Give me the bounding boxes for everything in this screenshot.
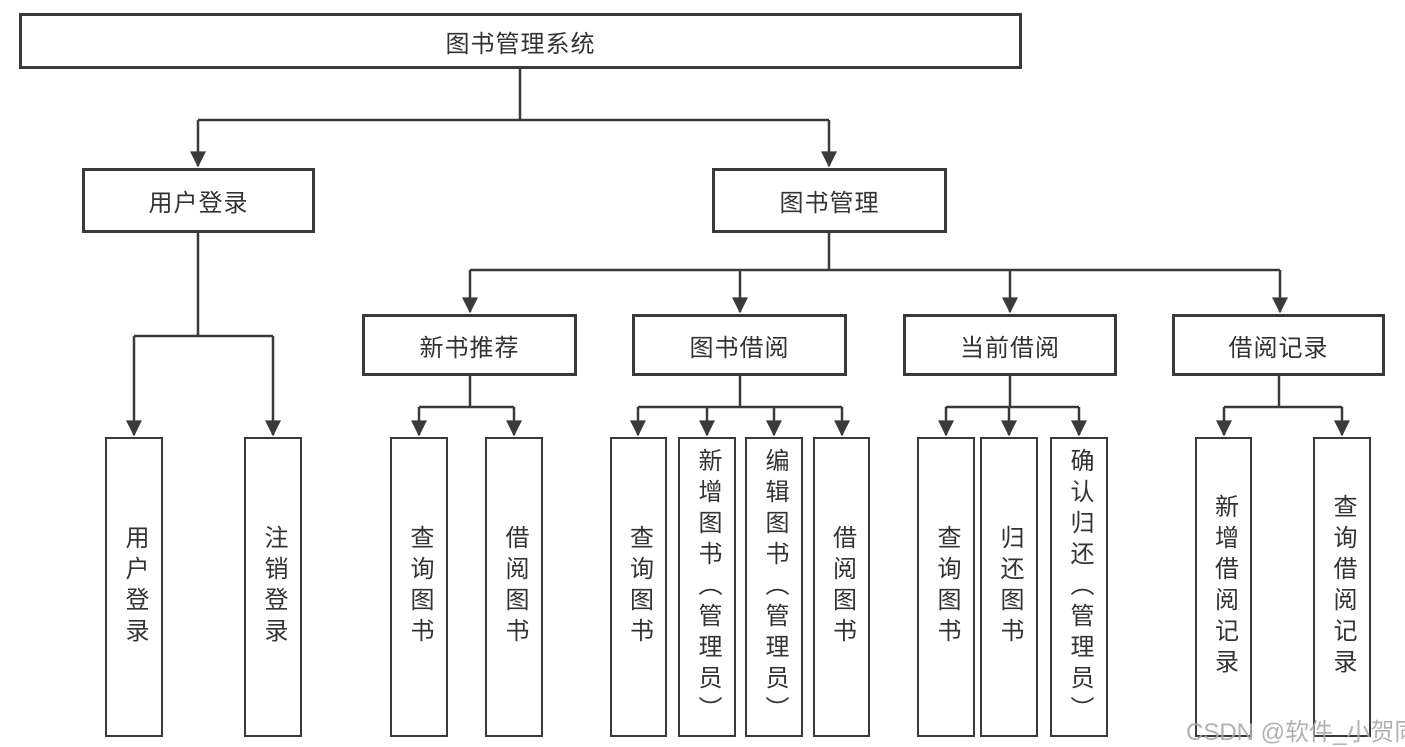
leaf-edit-book-admin: 编辑图书（管理员） [745, 437, 803, 737]
node-label: 新增图书（管理员） [694, 447, 721, 727]
node-new-book-recommendation: 新书推荐 [362, 314, 577, 376]
node-label: 编辑图书（管理员） [761, 447, 788, 727]
leaf-query-books-current: 查询图书 [917, 437, 975, 737]
node-label: 查询图书 [625, 525, 653, 649]
leaf-borrow-books-borrowing: 借阅图书 [813, 437, 870, 737]
node-label: 用户登录 [148, 190, 249, 217]
node-label: 确认归还（管理员） [1066, 447, 1093, 727]
node-label: 图书借阅 [689, 334, 790, 362]
node-label: 归还图书 [996, 525, 1023, 649]
node-book-management: 图书管理 [712, 168, 947, 233]
leaf-query-books-borrowing: 查询图书 [610, 437, 667, 737]
node-label: 新书推荐 [419, 334, 520, 362]
node-label: 图书管理系统 [445, 30, 596, 58]
csdn-watermark: CSDN @软件_小贺同学 [1186, 719, 1405, 746]
leaf-borrow-books-recommend: 借阅图书 [485, 437, 543, 737]
leaf-query-borrow-record: 查询借阅记录 [1313, 437, 1371, 737]
node-label: 新增借阅记录 [1210, 494, 1238, 680]
node-current-borrowing: 当前借阅 [903, 314, 1117, 376]
node-label: 注销登录 [260, 525, 287, 649]
node-label: 借阅记录 [1228, 334, 1329, 362]
leaf-add-borrow-record: 新增借阅记录 [1195, 437, 1252, 737]
leaf-add-book-admin: 新增图书（管理员） [678, 437, 736, 737]
node-label: 查询图书 [933, 525, 960, 649]
leaf-user-login: 用户登录 [105, 437, 163, 737]
node-label: 图书管理 [779, 190, 880, 217]
leaf-return-book: 归还图书 [980, 437, 1038, 737]
node-label: 查询借阅记录 [1329, 494, 1356, 680]
node-borrowing-records: 借阅记录 [1172, 314, 1385, 376]
leaf-query-books-recommend: 查询图书 [390, 437, 448, 737]
node-user-login: 用户登录 [82, 168, 315, 233]
node-book-borrowing: 图书借阅 [632, 314, 847, 376]
node-label: 用户登录 [121, 525, 148, 649]
leaf-confirm-return-admin: 确认归还（管理员） [1050, 437, 1108, 737]
node-library-management-system: 图书管理系统 [19, 13, 1022, 69]
node-label: 借阅图书 [828, 525, 856, 649]
node-label: 借阅图书 [501, 525, 528, 649]
leaf-logout: 注销登录 [244, 437, 302, 737]
node-label: 查询图书 [406, 525, 433, 649]
node-label: 当前借阅 [960, 334, 1060, 362]
